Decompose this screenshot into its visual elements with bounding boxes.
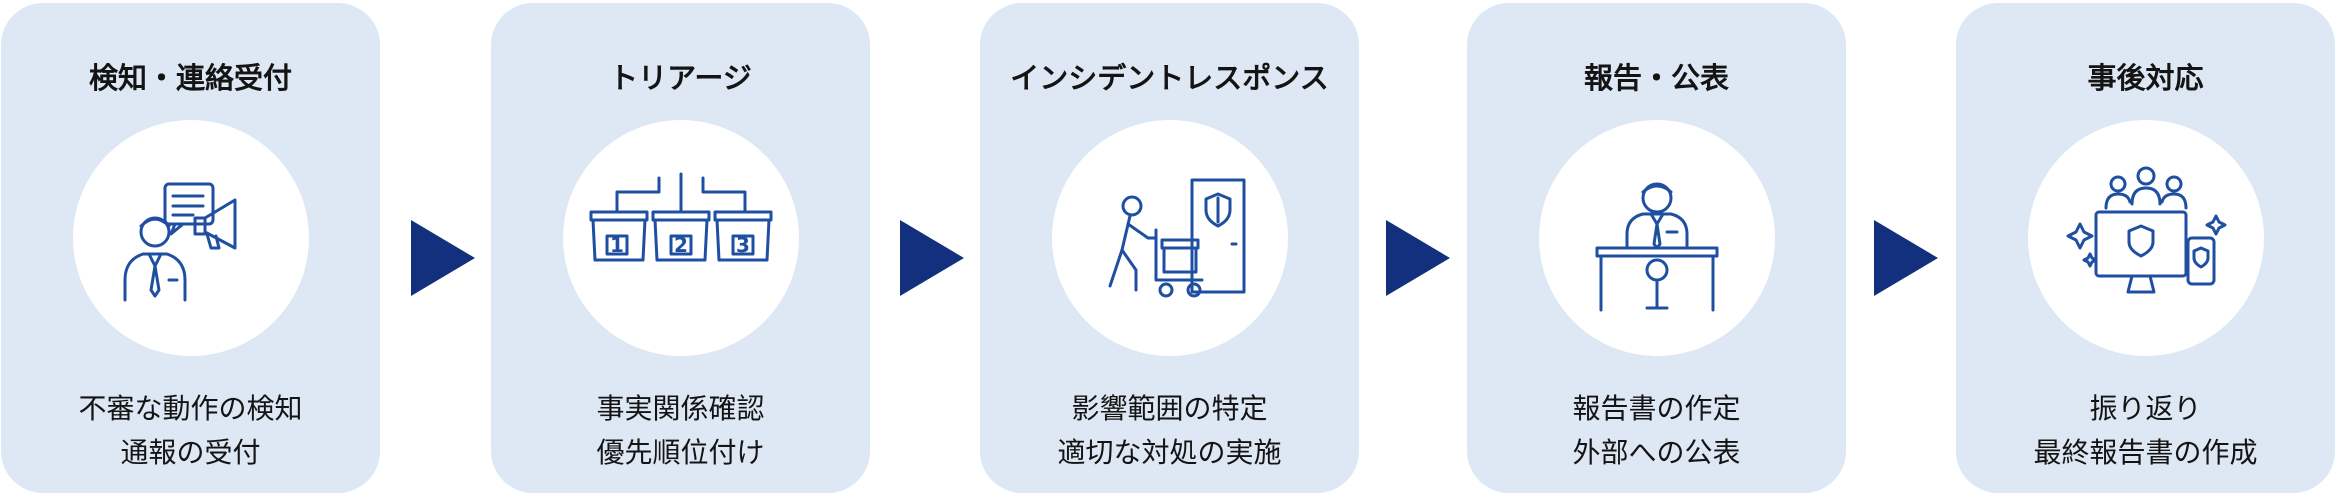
step-title: 検知・連絡受付 [88,61,292,95]
arrow-right-icon [900,220,964,296]
triage-label-2: 2 [674,233,688,257]
step-desc-line: 通報の受付 [120,436,261,469]
step-title: 事後対応 [2087,61,2204,95]
triage-label-1: 1 [610,233,624,257]
icon-circle [72,120,309,356]
icon-circle: 1 2 3 [562,120,799,356]
step-desc-line: 振り返り [2089,392,2202,425]
step-desc-line: 報告書の作定 [1572,392,1741,425]
megaphone-person-icon [123,182,236,302]
triage-boxes-icon: 1 2 3 [589,172,772,262]
step-desc-line: 最終報告書の作成 [2033,436,2258,469]
step-desc-line: 不審な動作の検知 [78,392,303,425]
triage-label-3: 3 [736,233,750,257]
arrow-right-icon [1386,220,1450,296]
step-card-response: インシデントレスポンス 影響範囲の特定 適切な対 [980,3,1359,493]
step-desc-line: 外部への公表 [1572,436,1741,469]
icon-circle [1051,120,1288,356]
arrow-right-icon [1874,220,1938,296]
step-card-detection: 検知・連絡受付 不審な動作の検知 通報の受付 [1,3,380,493]
step-desc-line: 影響範囲の特定 [1071,392,1268,425]
step-desc-line: 優先順位付け [596,436,765,469]
step-title: インシデントレスポンス [1010,61,1329,95]
icon-circle [2027,120,2264,356]
step-desc-line: 事実関係確認 [596,392,765,425]
icon-circle [1538,120,1775,356]
cart-door-icon [1108,178,1245,298]
team-devices-icon [2066,166,2226,294]
press-podium-icon [1595,182,1718,312]
step-card-report: 報告・公表 報告書の作定 外部への公表 [1467,3,1846,493]
step-card-followup: 事後対応 [1956,3,2335,493]
step-desc-line: 適切な対処の実施 [1057,436,1282,469]
arrow-right-icon [411,220,475,296]
step-title: 報告・公表 [1583,61,1729,95]
step-card-triage: トリアージ 1 2 3 事実関係確認 [491,3,870,493]
step-title: トリアージ [609,61,752,95]
